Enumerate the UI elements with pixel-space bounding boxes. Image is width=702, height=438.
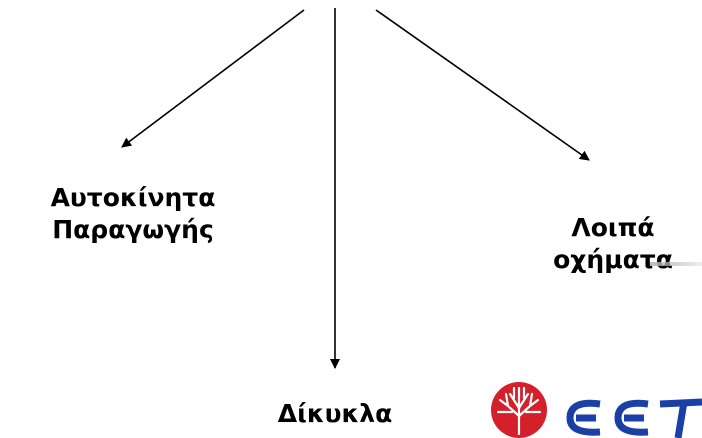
node-other-vehicles: Λοιπά οχήματα — [518, 212, 702, 276]
arrow-to-other-vehicles — [375, 9, 590, 161]
tree-emblem-icon — [491, 382, 547, 438]
node-bicycles: Δίκυκλα — [250, 398, 420, 430]
organization-logo — [491, 382, 702, 438]
node-production-cars-line-1: Αυτοκίνητα — [50, 183, 216, 212]
node-other-vehicles-line-2: οχήματα — [553, 245, 673, 274]
node-other-vehicles-line-1: Λοιπά — [571, 213, 655, 242]
node-bicycles-line-1: Δίκυκλα — [277, 399, 393, 428]
node-production-cars-line-2: Παραγωγής — [52, 215, 214, 244]
logo-letters-icon — [566, 398, 702, 438]
node-production-cars: Αυτοκίνητα Παραγωγής — [18, 182, 248, 246]
faint-decorative-stroke — [650, 262, 702, 266]
arrow-to-production-cars — [121, 9, 305, 148]
